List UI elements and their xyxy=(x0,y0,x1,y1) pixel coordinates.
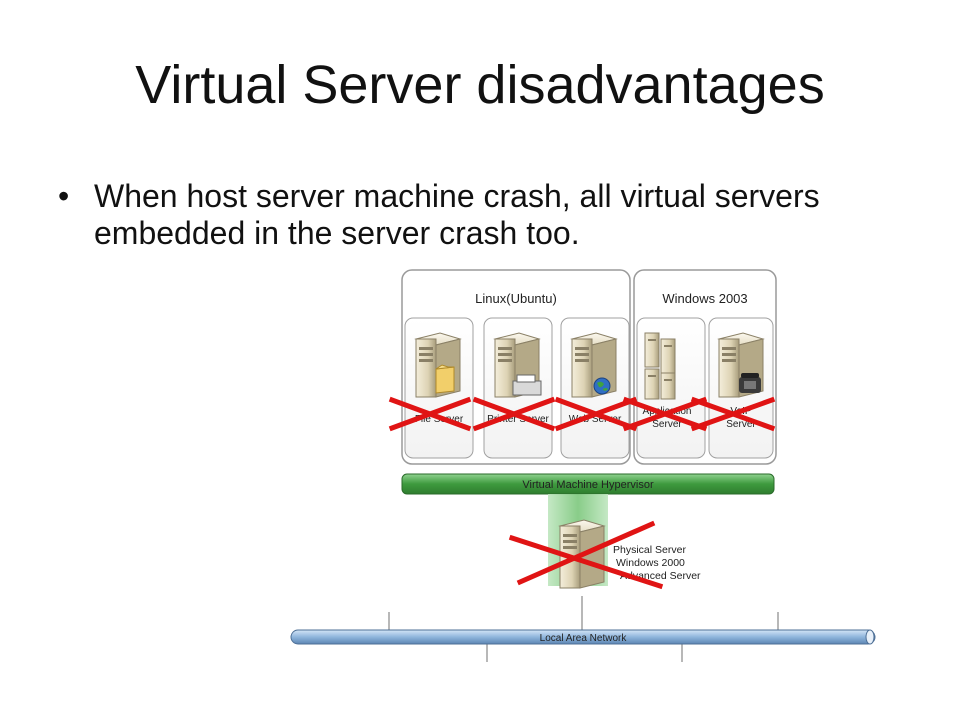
cross-mark xyxy=(508,520,664,590)
lan-bar xyxy=(290,629,876,645)
cross-mark xyxy=(622,396,708,432)
slide-title: Virtual Server disadvantages xyxy=(135,55,825,115)
voip-server-icon xyxy=(717,332,765,398)
cross-mark xyxy=(388,396,472,432)
bullet-text: When host server machine crash, all virt… xyxy=(94,178,820,252)
os-title-windows: Windows 2003 xyxy=(662,291,747,306)
physical-server-label: Windows 2000 xyxy=(616,557,685,569)
application-server-icon xyxy=(644,332,676,400)
file-server-icon xyxy=(414,332,462,398)
printer-server-icon xyxy=(493,332,542,398)
cross-mark xyxy=(554,396,638,432)
cross-mark xyxy=(472,396,556,432)
lan-bar-end xyxy=(865,629,875,645)
server-label: Printer Server xyxy=(487,414,549,425)
cross-mark xyxy=(690,396,776,432)
server-label: Server xyxy=(726,419,756,430)
lan-label: Local Area Network xyxy=(540,633,628,644)
web-server-icon xyxy=(570,332,618,398)
physical-server-label: Physical Server xyxy=(613,544,686,556)
server-label: Server xyxy=(652,419,682,430)
hypervisor-label: Virtual Machine Hypervisor xyxy=(522,479,654,491)
bullet-symbol: • xyxy=(58,178,70,214)
os-title-linux: Linux(Ubuntu) xyxy=(475,291,557,306)
phone-icon xyxy=(739,373,761,393)
network-drops xyxy=(388,596,779,662)
server-label: Web Server xyxy=(569,414,622,425)
